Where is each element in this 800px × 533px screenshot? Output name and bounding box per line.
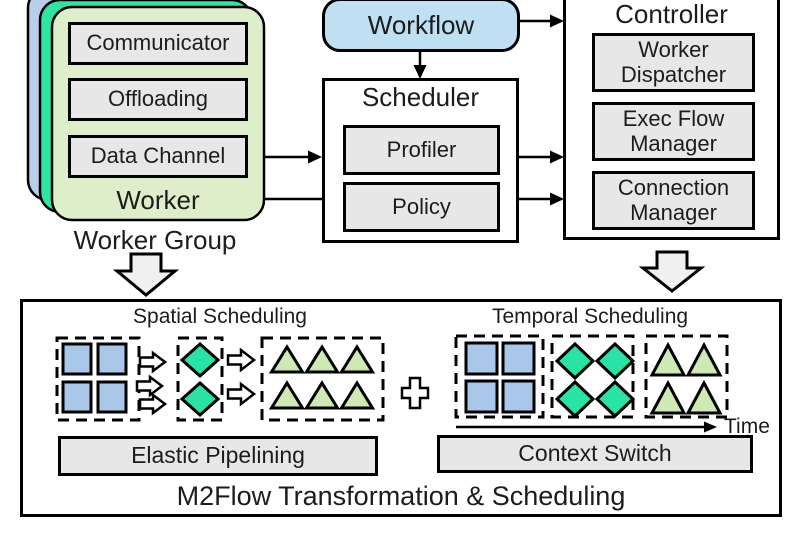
task-square	[61, 380, 93, 414]
op-triangle	[685, 341, 723, 377]
scheduler-to-controller-arrowhead-top	[550, 150, 564, 164]
model-diamond	[554, 379, 596, 419]
controller-module-worker-dispatcher: Worker Dispatcher	[592, 33, 755, 92]
scheduler-module-profiler: Profiler	[343, 125, 500, 175]
scheduler-title: Scheduler	[361, 81, 480, 112]
context-switch-bar: Context Switch	[437, 435, 753, 473]
connector-arrows	[264, 14, 564, 206]
transform-arrow-icon	[138, 392, 168, 416]
model-diamond	[179, 341, 221, 379]
op-triangle	[649, 379, 687, 415]
temporal-triangles-group-box	[644, 334, 729, 419]
op-triangle	[649, 341, 687, 377]
worker-module-offloading: Offloading	[68, 78, 248, 121]
m2flow-title: M2Flow Transformation & Scheduling	[176, 480, 626, 511]
model-diamond	[179, 380, 221, 418]
op-triangle	[338, 344, 376, 374]
plus-icon	[400, 376, 430, 410]
controller-down-block-arrow	[638, 250, 706, 293]
model-diamond	[594, 379, 636, 419]
model-diamond	[594, 341, 636, 381]
worker-group-down-block-arrow	[112, 252, 180, 297]
time-axis-label: Time	[724, 415, 770, 438]
scheduler-module-policy: Policy	[343, 182, 500, 232]
spatial-triangles-group-box	[260, 336, 385, 422]
time-axis-arrowhead	[704, 421, 717, 433]
task-square	[464, 341, 499, 376]
controller-module-exec-flow-manager: Exec Flow Manager	[592, 102, 755, 161]
workflow-to-controller-arrowhead	[550, 14, 564, 28]
controller-module-connection-manager: Connection Manager	[592, 171, 755, 230]
task-square	[501, 379, 536, 414]
spatial-scheduling-shapes	[55, 336, 385, 422]
workflow-node: Workflow	[322, 0, 520, 52]
op-triangle	[303, 380, 341, 410]
transform-arrow-icon	[135, 374, 165, 398]
worker-module-data-channel: Data Channel	[68, 135, 248, 178]
scheduler-to-controller-arrowhead-bottom	[550, 192, 564, 206]
spatial-scheduling-title: Spatial Scheduling	[133, 305, 307, 328]
op-triangle	[268, 380, 306, 410]
op-triangle	[685, 379, 723, 415]
op-triangle	[303, 344, 341, 374]
transform-arrow-icon	[226, 347, 257, 373]
task-square	[501, 341, 536, 376]
worker-to-scheduler-arrowhead	[308, 150, 322, 164]
temporal-diamonds-group-box	[550, 334, 635, 419]
controller-box	[563, 0, 780, 240]
task-square	[61, 342, 93, 376]
transform-arrow-icon	[138, 350, 168, 374]
workflow-to-scheduler-arrowhead	[413, 65, 427, 79]
task-square	[96, 380, 128, 414]
temporal-scheduling-shapes	[454, 334, 729, 433]
task-square	[96, 342, 128, 376]
scheduler-box	[322, 78, 519, 243]
task-square	[464, 379, 499, 414]
worker-module-communicator: Communicator	[68, 22, 248, 65]
temporal-scheduling-title: Temporal Scheduling	[491, 305, 689, 328]
controller-title: Controller	[615, 0, 728, 29]
m2flow-box	[20, 299, 782, 517]
elastic-pipelining-bar: Elastic Pipelining	[58, 436, 378, 476]
worker-card-label: Worker	[116, 184, 200, 215]
transform-arrow-icon	[226, 381, 257, 407]
op-triangle	[338, 380, 376, 410]
model-diamond	[554, 341, 596, 381]
spatial-diamonds-group-box	[176, 336, 224, 422]
spatial-squares-group-box	[55, 336, 141, 422]
op-triangle	[268, 344, 306, 374]
temporal-squares-group-box	[454, 334, 545, 419]
worker-group-label: Worker Group	[73, 224, 237, 255]
